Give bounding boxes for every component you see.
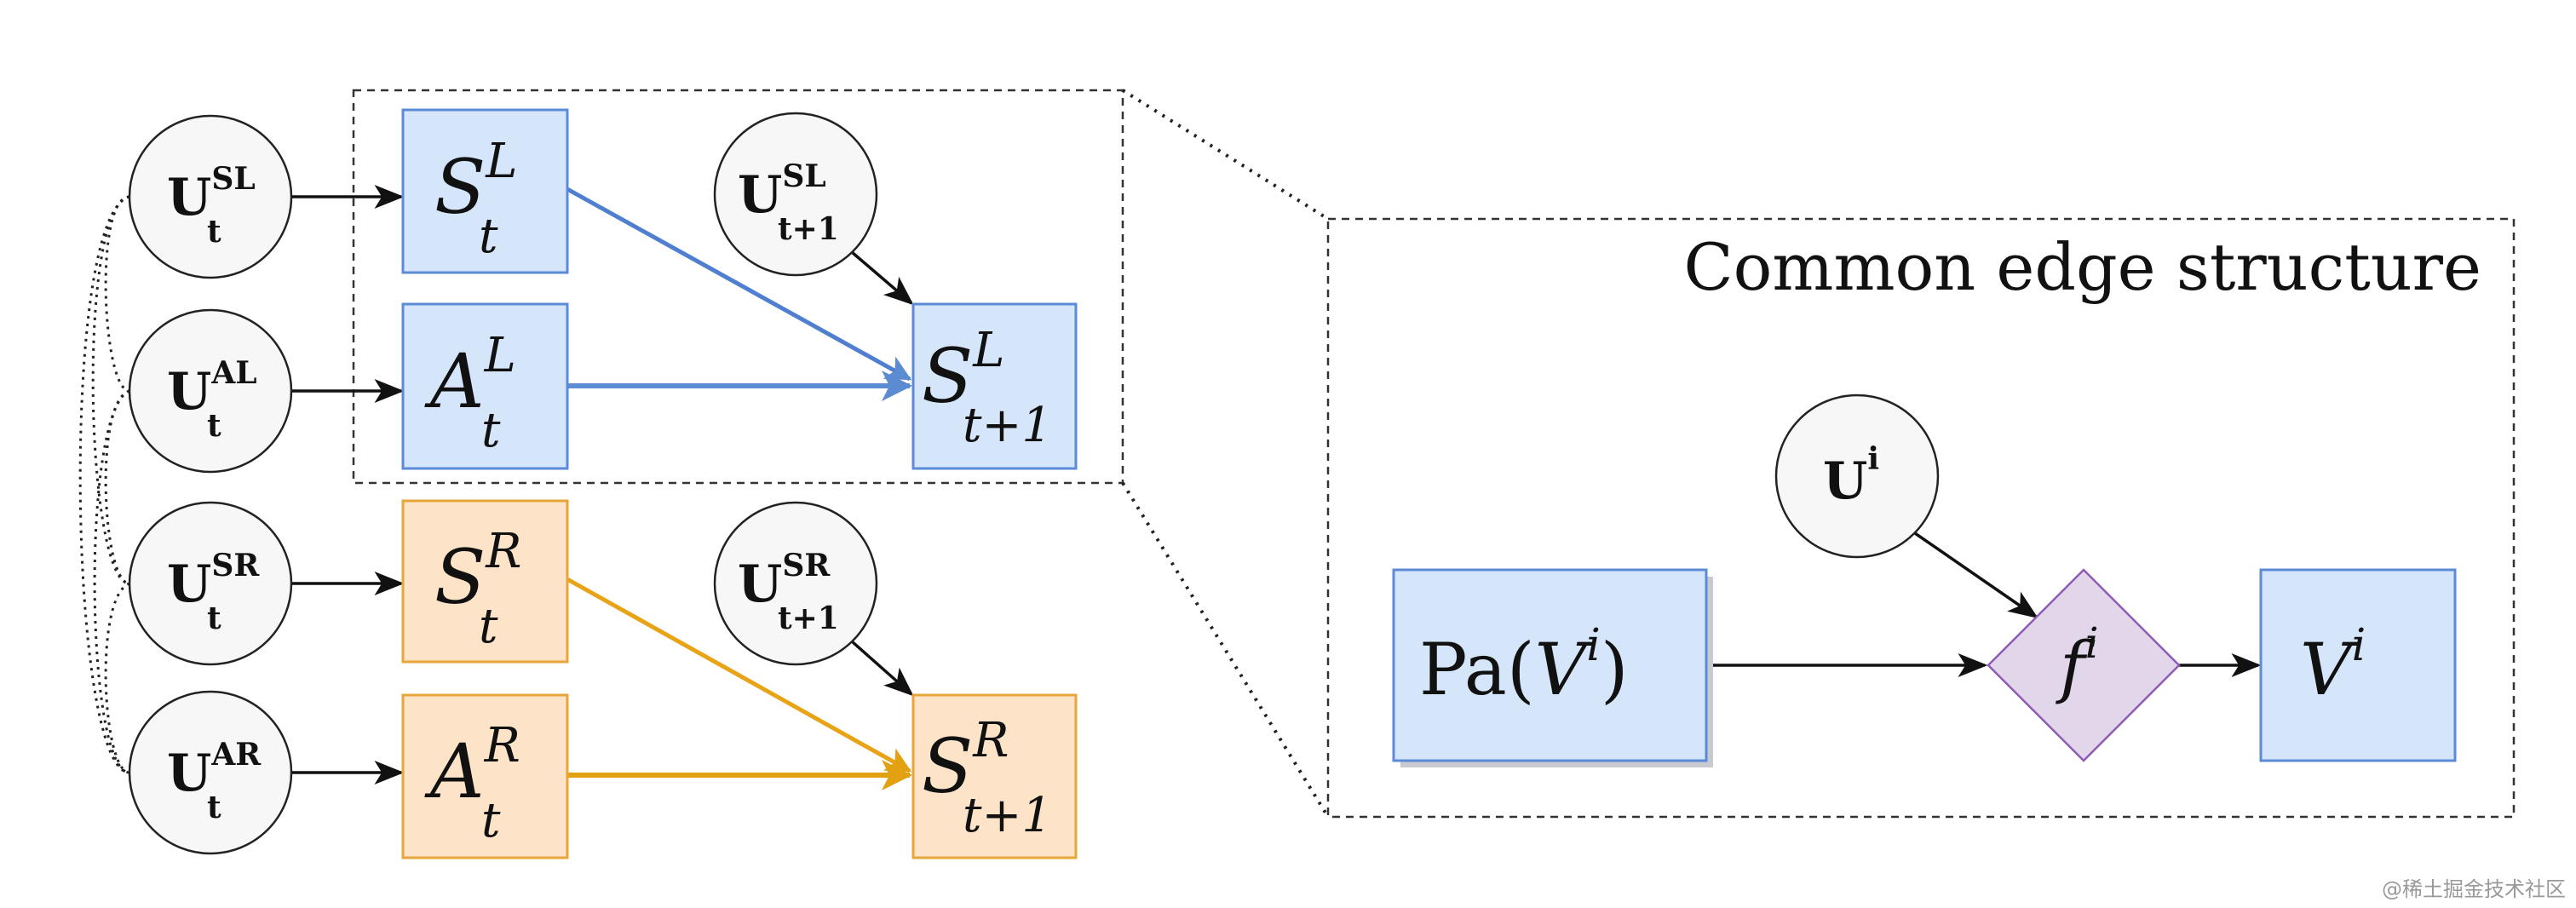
watermark: @稀土掘金技术社区 xyxy=(2382,877,2566,901)
svg-text:SRt+1: SRt+1 xyxy=(922,713,1052,843)
zoom-line-bottom xyxy=(1121,481,1330,819)
svg-text:ARt: ARt xyxy=(424,718,520,848)
noise-node-u-i: Ui xyxy=(1774,394,1940,559)
edge-sr-sr1 xyxy=(566,577,912,773)
edge-usl1-sl1 xyxy=(850,250,914,306)
node-mechanism-f-i: fi xyxy=(1987,568,2181,762)
inset-frame xyxy=(1326,217,2516,819)
left-group-frame xyxy=(352,89,1124,485)
svg-text:SLt: SLt xyxy=(434,134,517,264)
node-target-v-i: Vi xyxy=(2259,568,2457,762)
svg-text:ALt: ALt xyxy=(424,328,516,458)
edge-sl-sl1 xyxy=(566,187,912,382)
edge-ui-fi xyxy=(1914,532,2038,618)
svg-text:Vi: Vi xyxy=(2300,620,2366,711)
noise-correlations xyxy=(78,195,130,774)
svg-text:SLt+1: SLt+1 xyxy=(922,323,1052,453)
inset-title: Common edge structure xyxy=(1684,229,2482,305)
zoom-line-top xyxy=(1121,89,1330,221)
svg-text:Pa(Vi): Pa(Vi) xyxy=(1419,620,1629,711)
svg-text:Ui: Ui xyxy=(1823,441,1879,511)
node-parents: Pa(Vi) xyxy=(1392,568,1713,767)
edge-usr1-sr1 xyxy=(850,640,914,697)
svg-text:SRt: SRt xyxy=(434,524,521,654)
